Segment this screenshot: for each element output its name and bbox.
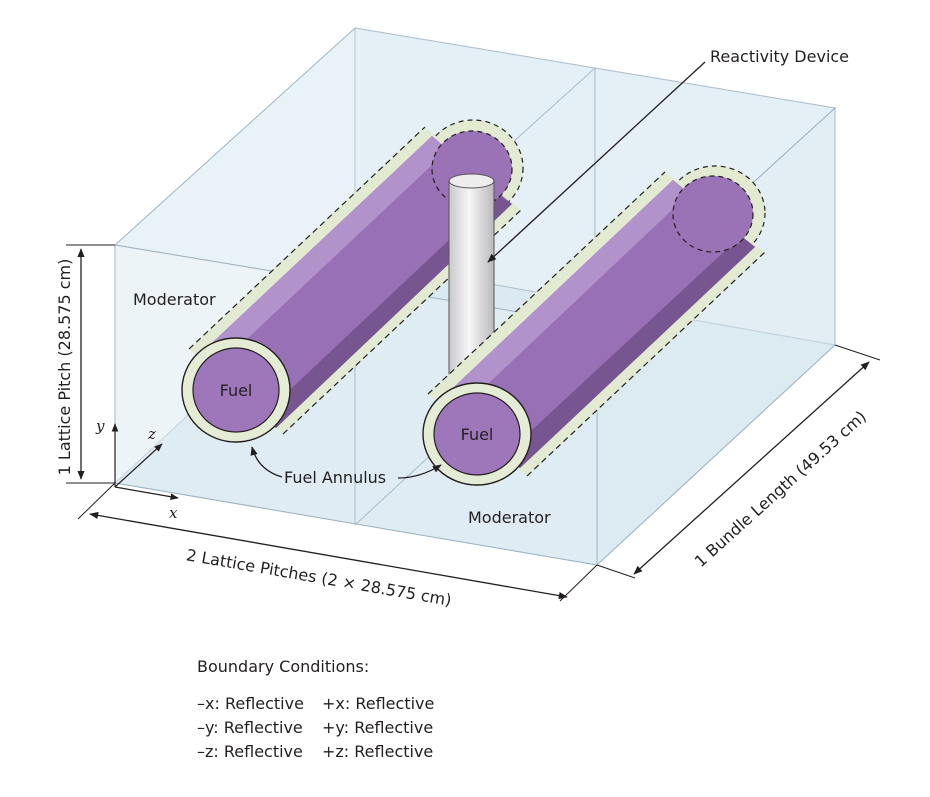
bc-row-1-plus: +x: Reflective (322, 694, 434, 713)
boundary-conditions: Boundary Conditions: –x: Reflective +x: … (197, 657, 434, 761)
fuel-label-left: Fuel (220, 381, 253, 400)
fuel-body-right (438, 180, 755, 468)
moderator-label-top: Moderator (133, 290, 216, 309)
dimension-height: 1 Lattice Pitch (28.575 cm) (55, 244, 115, 484)
bc-row-3-plus: +z: Reflective (322, 742, 433, 761)
fuel-annulus-label: Fuel Annulus (284, 468, 386, 487)
lattice-pitch-height-label: 1 Lattice Pitch (28.575 cm) (55, 259, 74, 476)
reactivity-device-leader (487, 61, 706, 263)
axis-label-y: y (95, 417, 105, 435)
fuel-annulus-leader-right (397, 464, 442, 479)
reactivity-device-label: Reactivity Device (710, 47, 849, 66)
fuel-back-end-right (672, 175, 754, 253)
boundary-conditions-title: Boundary Conditions: (197, 657, 369, 676)
fuel-annulus-leader-left (250, 446, 283, 478)
moderator-label-bottom: Moderator (468, 508, 551, 527)
fuel-channel-right: Fuel (422, 165, 766, 486)
coordinate-axes: y x z (95, 417, 179, 522)
fuel-label-right: Fuel (461, 425, 494, 444)
fuel-pin-right-face (433, 392, 521, 476)
fuel-pin-left-face (192, 347, 280, 433)
axis-label-x: x (169, 504, 178, 522)
bc-row-2-minus: –y: Reflective (197, 718, 303, 737)
lattice-pitches-width-label: 2 Lattice Pitches (2 × 28.575 cm) (185, 545, 453, 609)
bc-row-3-minus: –z: Reflective (197, 742, 303, 761)
axis-label-z: z (147, 425, 156, 443)
bc-row-2-plus: +y: Reflective (322, 718, 433, 737)
bc-row-1-minus: –x: Reflective (197, 694, 304, 713)
